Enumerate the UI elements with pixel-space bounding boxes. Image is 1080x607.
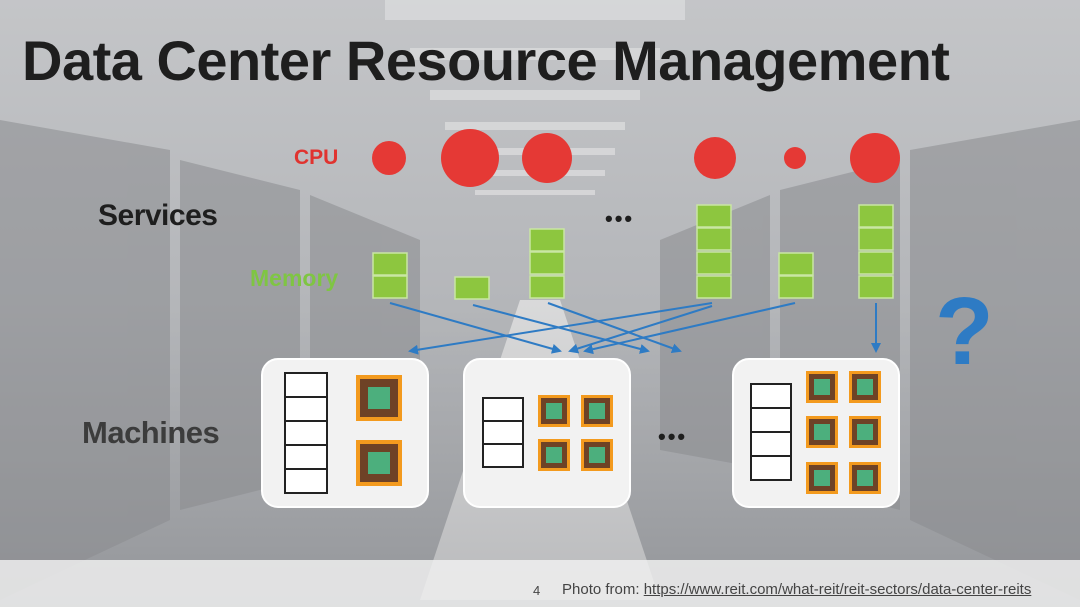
memory-stack-2 (455, 277, 489, 299)
services-ellipsis: ••• (605, 206, 634, 231)
cpu-circle-5 (784, 147, 806, 169)
photo-credit: Photo from: https://www.reit.com/what-re… (562, 581, 1031, 598)
machine-memory-slots (751, 384, 791, 480)
machine-3 (733, 359, 899, 507)
cpu-chip-icon (356, 440, 402, 486)
arrow (390, 303, 560, 351)
machine-1 (262, 359, 428, 507)
memory-stack-3 (530, 229, 564, 298)
cpu-chip-icon (806, 371, 838, 403)
placement-arrows (390, 303, 876, 351)
cpu-chip-icon (538, 439, 570, 471)
arrow (570, 306, 712, 351)
memory-label: Memory (250, 265, 338, 292)
cpu-circle-2 (441, 129, 499, 187)
cpu-chip-icon (849, 416, 881, 448)
machine-memory-slots (285, 373, 327, 493)
cpu-circle-6 (850, 133, 900, 183)
services-label: Services (98, 199, 217, 233)
cpu-chip-icon (849, 371, 881, 403)
cpu-chip-icon (806, 462, 838, 494)
memory-stack-4 (697, 205, 731, 298)
cpu-chip-icon (849, 462, 881, 494)
memory-stack-6 (859, 205, 893, 298)
memory-stack-1 (373, 253, 407, 298)
machine-memory-slots (483, 398, 523, 467)
cpu-circle-3 (522, 133, 572, 183)
slide-title: Data Center Resource Management (22, 28, 1062, 93)
question-mark: ? (935, 278, 994, 385)
machines-label: Machines (82, 415, 219, 451)
cpu-label: CPU (294, 146, 338, 170)
cpu-circle-1 (372, 141, 406, 175)
page-number: 4 (533, 583, 540, 598)
photo-credit-link[interactable]: https://www.reit.com/what-reit/reit-sect… (644, 581, 1032, 598)
cpu-chip-icon (356, 375, 402, 421)
cpu-chip-icon (538, 395, 570, 427)
memory-stack-5 (779, 253, 813, 298)
machine-2 (464, 359, 630, 507)
photo-credit-prefix: Photo from: (562, 581, 644, 598)
cpu-circle-4 (694, 137, 736, 179)
cpu-chip-icon (581, 395, 613, 427)
machines-ellipsis: ••• (658, 424, 687, 449)
cpu-chip-icon (581, 439, 613, 471)
cpu-chip-icon (806, 416, 838, 448)
cpu-circles (372, 129, 900, 187)
arrow (410, 303, 712, 351)
